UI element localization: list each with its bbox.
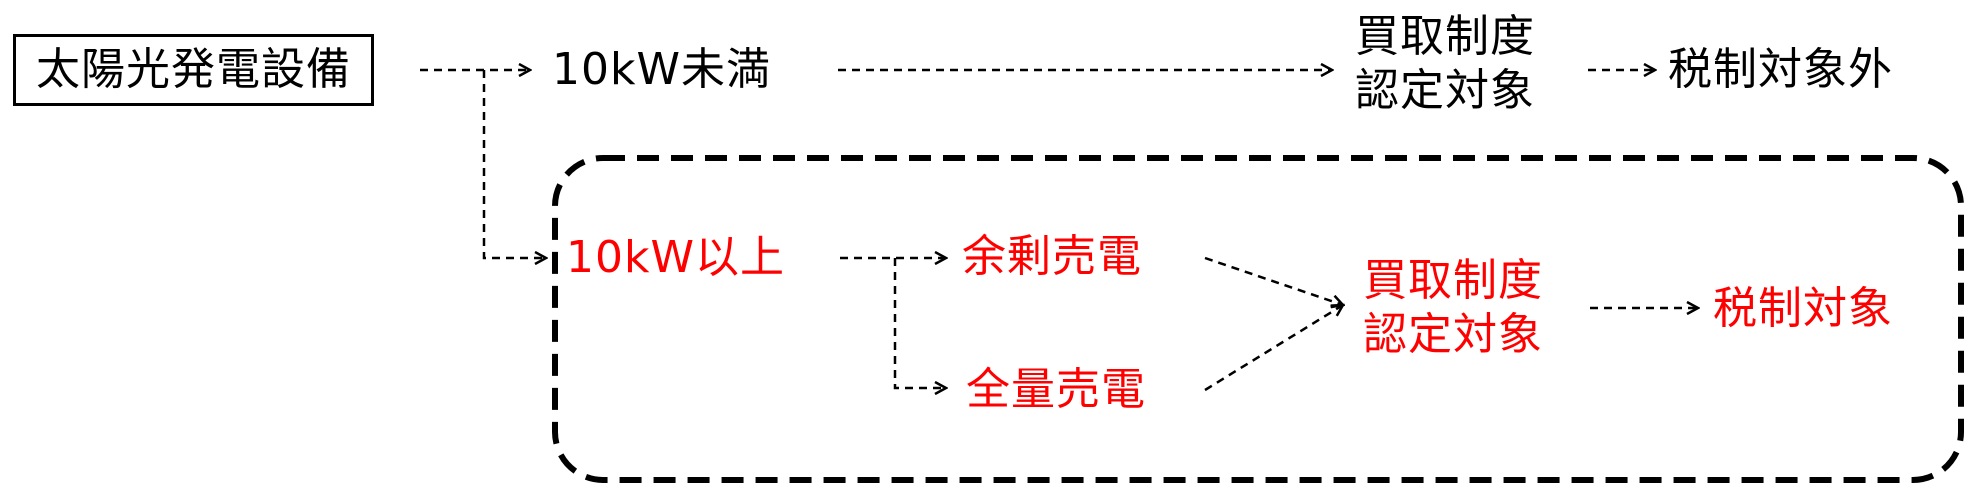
arrow-full-to-cert-bottom bbox=[1204, 305, 1343, 392]
highlight-group-frame bbox=[552, 155, 1964, 483]
node-over-10kw: 10kW以上 bbox=[566, 232, 785, 283]
arrow-over10-to-full bbox=[893, 258, 946, 388]
node-purchase-cert-bottom: 買取制度 認定対象 bbox=[1363, 255, 1543, 360]
node-surplus-sale: 余剰売電 bbox=[962, 231, 1142, 282]
arrow-surplus-to-cert-bottom bbox=[1204, 256, 1343, 305]
arrow-solar-to-over10 bbox=[482, 70, 546, 258]
node-full-sale: 全量売電 bbox=[966, 364, 1146, 415]
node-under-10kw: 10kW未満 bbox=[552, 44, 771, 95]
node-tax-target: 税制対象 bbox=[1713, 283, 1893, 334]
node-tax-exempt: 税制対象外 bbox=[1668, 44, 1893, 95]
node-purchase-cert-top: 買取制度 認定対象 bbox=[1355, 11, 1535, 116]
node-solar-equipment: 太陽光発電設備 bbox=[13, 34, 374, 106]
